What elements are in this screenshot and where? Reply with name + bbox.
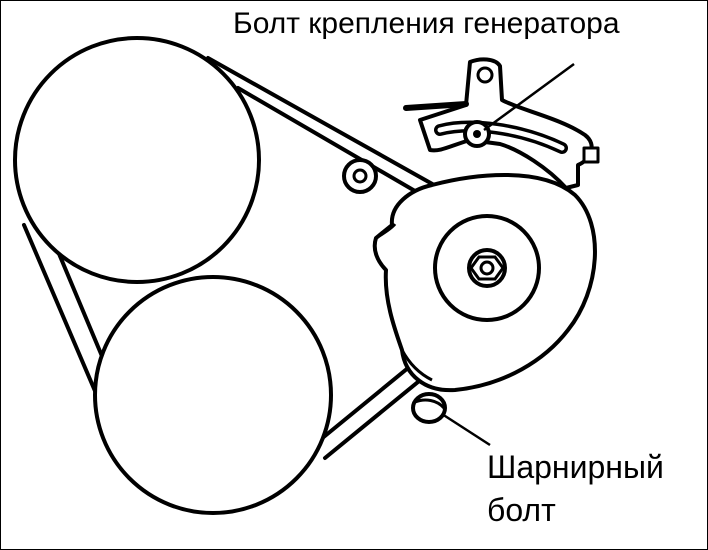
- label-alternator-bolt: Болт крепления генератора: [233, 7, 620, 40]
- upper-pulley: [13, 36, 261, 284]
- pivot-bolt: [411, 392, 447, 424]
- leader-line-pivot-bolt: [441, 412, 491, 447]
- label-pivot-bolt-line2: болт: [487, 492, 556, 528]
- leader-line-mounting-bolt: [483, 62, 575, 132]
- label-pivot-bolt-line1: Шарнирный: [487, 449, 664, 485]
- adjusting-bracket: [403, 57, 600, 190]
- idler-pulley: [342, 158, 378, 194]
- lower-pulley: [93, 275, 333, 515]
- alternator-mounting-bolt: [463, 120, 491, 148]
- alternator-pulley: [433, 214, 541, 322]
